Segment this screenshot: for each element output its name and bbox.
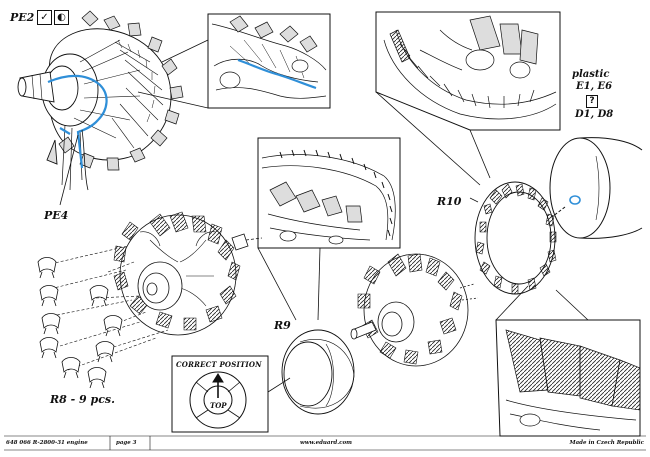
wire-highlight-pe2 bbox=[47, 74, 108, 169]
zoom-box-top bbox=[137, 13, 331, 109]
step-label-pe4: PE4 bbox=[44, 209, 69, 222]
step-label-r9: R9 bbox=[274, 319, 291, 332]
bend-icon: ◐ bbox=[54, 10, 69, 25]
footer-rule bbox=[4, 435, 646, 451]
top-label: TOP bbox=[210, 401, 227, 410]
step-label-r8: R8 - 9 pcs. bbox=[50, 393, 115, 406]
plastic-parts-a: E1, E6 bbox=[576, 81, 613, 92]
zoom-box-middle bbox=[257, 137, 401, 321]
zoom-box-bottom-right bbox=[495, 285, 641, 437]
correct-position-title: CORRECT POSITION bbox=[176, 360, 262, 369]
footer-url: www.eduard.com bbox=[300, 440, 352, 446]
plastic-title: plastic bbox=[572, 69, 610, 80]
zoom-box-top-right bbox=[375, 11, 561, 186]
footer-made: Made in Czech Republic bbox=[569, 440, 644, 446]
engine-main-left bbox=[113, 211, 263, 336]
cowling-part bbox=[547, 137, 643, 239]
step-label-r10: R10 bbox=[437, 195, 462, 208]
question-icon: ? bbox=[586, 95, 598, 108]
ring-r9 bbox=[281, 329, 355, 415]
r8-pieces bbox=[37, 257, 123, 389]
wire-highlight-zoom bbox=[237, 58, 317, 90]
footer-code: 648 066 R-2800-31 engine bbox=[6, 440, 88, 446]
correct-position-box bbox=[171, 355, 291, 433]
engine-main-right bbox=[350, 253, 479, 367]
footer-page: page 3 bbox=[116, 440, 137, 446]
engine-detail-top-left bbox=[17, 10, 184, 206]
cylinder-ring-top-left bbox=[17, 10, 184, 191]
step-label-pe2: PE2 bbox=[10, 11, 35, 24]
plastic-parts-b: D1, D8 bbox=[575, 109, 614, 120]
checkmark-icon: ✓ bbox=[37, 10, 52, 25]
footer: 648 066 R-2800-31 engine page 3 www.edua… bbox=[4, 437, 646, 450]
ring-r10 bbox=[474, 181, 557, 295]
